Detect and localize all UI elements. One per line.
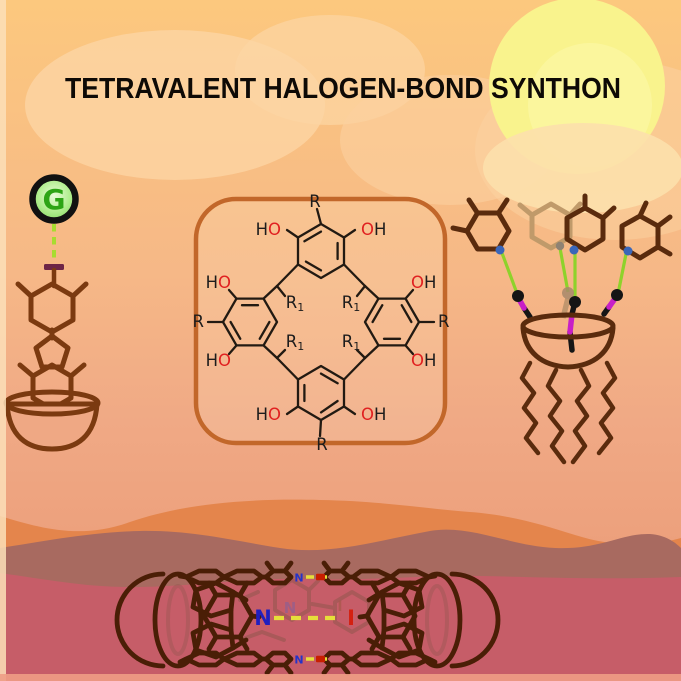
substituent-label-r: R <box>309 192 320 211</box>
iodine-ball-icon <box>512 290 524 302</box>
nitrogen-label: N <box>254 606 272 630</box>
nitrogen-label-small: N <box>294 654 303 667</box>
substituent-label-r1: R1 <box>342 332 360 353</box>
iodine-mark-icon <box>316 573 325 581</box>
hydroxyl-label: HO <box>256 220 281 239</box>
cloud-icon <box>483 123 681 213</box>
iodine-ball-icon <box>611 289 623 301</box>
cavitand-cup-icon <box>519 312 618 465</box>
iodine-label: I <box>347 606 355 630</box>
macrocycle-bonds <box>206 207 436 438</box>
tetravalent-cavitand-motif <box>450 193 673 465</box>
substituent-label-r: R <box>316 435 327 454</box>
capsule-left-top-arm <box>177 560 294 586</box>
nitrogen-label-small: N <box>294 572 303 585</box>
hydroxyl-label: OH <box>411 273 436 292</box>
iodo-arms <box>512 289 623 353</box>
substituent-label-r1: R1 <box>342 293 360 314</box>
iodine-mark-icon <box>316 655 325 663</box>
hydroxyl-label: HO <box>256 405 281 424</box>
iodine-bar-icon <box>44 264 64 270</box>
halogen-bond-lines <box>500 247 628 301</box>
capsule-left-bottom-arm <box>177 650 294 676</box>
substituent-label-r: R <box>193 312 204 331</box>
nitrogen-dot <box>623 246 633 256</box>
nitrogen-dot <box>495 245 505 255</box>
slide-edge-bottom <box>0 674 681 681</box>
iodine-ball-icon <box>569 296 581 308</box>
substituent-label-r1: R1 <box>286 332 304 353</box>
page-title: TETRAVALENT HALOGEN-BOND SYNTHON <box>65 73 621 105</box>
guest-label: G <box>43 183 66 216</box>
hydroxyl-label: OH <box>411 351 436 370</box>
nitrogen-dot <box>569 245 579 255</box>
nitrogen-label-faded: N <box>284 599 297 617</box>
capsule-left-cavitand <box>114 560 294 676</box>
capsule-faded-back-arms <box>166 578 449 656</box>
hydroxyl-label: HO <box>206 273 231 292</box>
substituent-label-r: R <box>438 312 449 331</box>
substituent-label-r1: R1 <box>286 293 304 314</box>
hydroxyl-label: OH <box>361 220 386 239</box>
nitrogen-dot-faded <box>555 241 565 251</box>
capsule-halogen-bonds: N N N I <box>254 572 355 667</box>
rounded-box <box>193 196 448 446</box>
halogen-bonded-capsule: N I <box>114 560 501 676</box>
guest-badge <box>29 174 79 224</box>
hydroxyl-label: HO <box>206 351 231 370</box>
macrocycle-panel: R R R R HO OH HO OH HO OH HO OH R1 R1 R1… <box>193 192 450 454</box>
iodine-label-faded: I <box>337 599 342 615</box>
hydroxyl-label: OH <box>361 405 386 424</box>
slide-edge-left <box>0 0 6 681</box>
